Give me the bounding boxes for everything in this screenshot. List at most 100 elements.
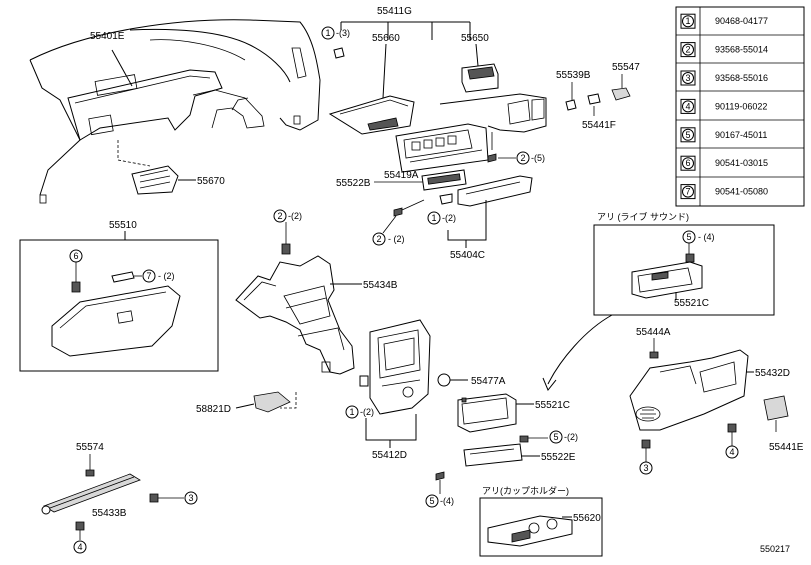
label-55620: 55620: [573, 513, 601, 524]
svg-text:-(2): -(2): [360, 407, 374, 417]
small-parts-top-right: 55539B 55547 55441F: [556, 62, 640, 131]
fastener-table: 1 90468-04177 2 93568-55014 3 93568-55016 4 901…: [675, 6, 805, 207]
fastener-number: 2: [686, 45, 691, 55]
fastener-number: 6: [686, 158, 691, 168]
callout-5-opt: 5 - (4): [682, 230, 715, 263]
svg-text:-(4): -(4): [440, 496, 454, 506]
cup-holder-option: アリ(カップホルダー) 55620: [479, 485, 603, 557]
label-55441E: 55441E: [769, 442, 804, 453]
label-55650: 55650: [461, 33, 489, 44]
callout-5-right: 5 -(2): [519, 430, 578, 444]
diagram-code: 550217: [760, 544, 790, 554]
svg-text:-(2): -(2): [564, 432, 578, 442]
fastener-number: 7: [686, 187, 691, 197]
svg-text:4: 4: [78, 542, 83, 552]
label-55441F: 55441F: [582, 120, 616, 131]
svg-text:4: 4: [730, 447, 735, 457]
callout-4-right: 4: [725, 445, 739, 459]
dashboard-panel: 55401E: [29, 19, 321, 204]
label-55412D: 55412D: [372, 450, 407, 461]
svg-text:- (4): - (4): [698, 232, 715, 242]
svg-text:5: 5: [430, 496, 435, 506]
fastener-table-frame: [675, 6, 805, 207]
label-55522E: 55522E: [541, 452, 576, 463]
svg-text:- (2): - (2): [388, 234, 405, 244]
callout-1-low: 1 -(2): [345, 405, 374, 419]
fastener-number: 1: [686, 16, 691, 26]
label-55432D: 55432D: [755, 368, 790, 379]
fastener-part-number: 90167-45011: [715, 130, 767, 140]
fastener-part-number: 90119-06022: [715, 101, 767, 111]
label-58821D: 58821D: [196, 404, 231, 415]
fastener-row: 7 90541-05080: [680, 184, 768, 200]
trim-strip-55433B: 55574 55433B 3 4: [41, 442, 198, 554]
fastener-part-number: 90468-04177: [715, 16, 768, 26]
svg-text:1: 1: [432, 213, 437, 223]
label-55521C-option: 55521C: [674, 298, 709, 309]
fastener-number: 4: [686, 101, 691, 111]
label-55522B: 55522B: [336, 178, 371, 189]
label-55404C: 55404C: [450, 250, 485, 261]
label-live-sound-option: アリ (ライブ サウンド): [597, 211, 689, 222]
fastener-part-number: 93568-55016: [715, 73, 768, 83]
svg-text:-(5): -(5): [531, 153, 545, 163]
callout-5-bot: 5 -(4): [425, 494, 454, 508]
svg-text:-(2): -(2): [288, 211, 302, 221]
svg-text:7: 7: [147, 271, 152, 281]
fastener-number: 5: [686, 130, 691, 140]
svg-text:5: 5: [554, 432, 559, 442]
label-55444A: 55444A: [636, 327, 671, 338]
fastener-row: 6 90541-03015: [680, 155, 768, 171]
label-55477A: 55477A: [471, 376, 506, 387]
svg-text:1: 1: [326, 28, 331, 38]
fastener-row: 3 93568-55016: [680, 70, 768, 86]
svg-text:3: 3: [644, 463, 649, 473]
fastener-part-number: 93568-55014: [715, 45, 768, 55]
label-55521C-main: 55521C: [535, 400, 570, 411]
label-cup-holder-option: アリ(カップホルダー): [482, 485, 569, 496]
glove-box-55510: 55510 6 7 - (2): [19, 220, 219, 372]
glove-box-frame: [19, 239, 219, 372]
svg-text:2: 2: [377, 234, 382, 244]
svg-text:-(2): -(2): [442, 213, 456, 223]
label-55419A: 55419A: [384, 170, 419, 181]
group-55411G: 55411G 1 -(3) 55660 55650: [321, 6, 547, 173]
callout-3-left: 3: [184, 491, 198, 505]
center-panel-55412D: 1 -(2) 55412D: [345, 319, 431, 461]
label-55660: 55660: [372, 33, 400, 44]
fastener-number: 3: [686, 73, 691, 83]
label-55434B: 55434B: [363, 280, 398, 291]
bracket-55521C: 55521C 5 -(2) 55522E 5 -(4): [425, 393, 578, 508]
fastener-part-number: 90541-03015: [715, 158, 768, 168]
part-58821D: 58821D: [196, 391, 297, 415]
label-55547: 55547: [612, 62, 640, 73]
callout-7: 7 - (2): [111, 269, 175, 283]
label-55574: 55574: [76, 442, 104, 453]
right-panel-55432D: 55444A 55432D 55441E 3 4: [629, 327, 804, 475]
label-55411G: 55411G: [377, 6, 412, 17]
svg-text:2: 2: [278, 211, 283, 221]
callout-1-mid: 1 -(2): [427, 211, 456, 225]
part-55670: 55670: [117, 140, 225, 195]
callout-2-top: 2 -(5): [498, 151, 545, 165]
live-sound-frame: [593, 224, 775, 316]
label-55510: 55510: [109, 220, 137, 231]
callout-4-left: 4: [73, 540, 87, 554]
svg-text:-(3): -(3): [336, 28, 350, 38]
lower-panel-55434B: 2 -(2) 55434B: [235, 209, 398, 375]
fastener-part-number: 90541-05080: [715, 187, 768, 197]
label-55401E: 55401E: [90, 31, 125, 42]
fastener-row: 2 93568-55014: [680, 42, 768, 58]
live-sound-option: アリ (ライブ サウンド) 5 - (4) 55521C: [542, 211, 775, 391]
svg-text:1: 1: [350, 407, 355, 417]
label-55539B: 55539B: [556, 70, 591, 81]
part-55477A: 55477A: [437, 373, 506, 387]
callout-6: 6: [69, 249, 83, 293]
fastener-row: 4 90119-06022: [680, 98, 767, 114]
callout-1-top: 1 -(3): [321, 26, 350, 40]
callout-2-low: 2 - (2): [372, 215, 405, 246]
fastener-row: 5 90167-45011: [680, 127, 767, 143]
label-55670: 55670: [197, 176, 225, 187]
